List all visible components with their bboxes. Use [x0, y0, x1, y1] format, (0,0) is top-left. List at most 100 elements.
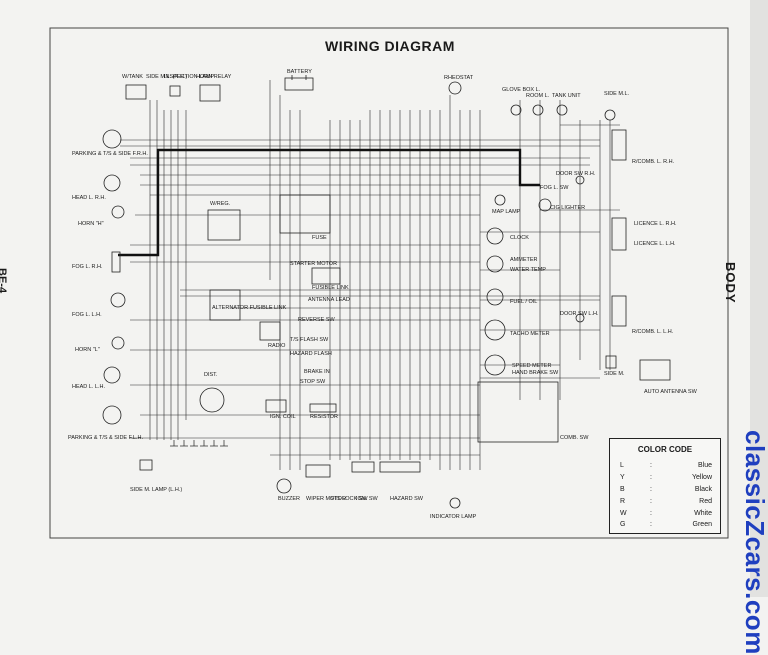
label-fusible-link: FUSIBLE LINK — [312, 285, 349, 291]
legend-code: B — [620, 486, 625, 493]
label-stop-sw: STOP SW — [300, 379, 326, 385]
regulator-symbol — [207, 209, 241, 241]
label-radio: RADIO — [268, 343, 286, 349]
legend-row: Y : Yellow — [620, 474, 712, 484]
label-side-ml: SIDE M.L. — [604, 91, 630, 97]
color-code-title: COLOR CODE — [637, 445, 693, 454]
horn-relay-symbol — [199, 84, 221, 102]
legend-color-name: White — [694, 510, 712, 517]
lamp-head-rh-symbol — [103, 174, 121, 192]
label-side-ml-rh: SIDE M.L. (R.H.) — [146, 74, 188, 80]
label-cig-lighter: CIG LIGHTER — [550, 205, 586, 211]
hazard-sw-symbol — [379, 461, 421, 473]
label-horn-h: HORN "H" — [78, 221, 104, 227]
legend-sep: : — [650, 474, 652, 481]
room-lamp-symbol — [532, 104, 544, 116]
legend-code: G — [620, 521, 626, 528]
page-edge-shadow — [750, 0, 768, 597]
side-marker-rh-symbol — [604, 109, 616, 121]
label-ammeter: AMMETER — [510, 257, 538, 263]
label-licence-rh: LICENCE L. R.H. — [634, 221, 677, 227]
door-sw-lh-symbol — [575, 313, 585, 323]
lamp-parking-rh-symbol — [102, 129, 122, 149]
door-sw-rh-symbol — [575, 175, 585, 185]
fuel-oil-symbol — [486, 288, 504, 306]
legend-color-name: Red — [699, 498, 712, 505]
indicator-lamp-symbol — [449, 497, 461, 509]
ign-coil-symbol — [265, 399, 287, 413]
label-side-marker-lh: SIDE M. LAMP (L.H.) — [130, 487, 183, 493]
tank-unit-symbol — [556, 104, 568, 116]
legend-code: R — [620, 498, 626, 505]
label-licence-lh: LICENCE L. L.H. — [634, 241, 676, 247]
section-label: BODY — [723, 262, 738, 304]
auto-antenna-symbol — [639, 359, 671, 381]
label-side-m: SIDE M. — [604, 371, 625, 377]
legend-sep: : — [650, 521, 652, 528]
label-tacho-meter: TACHO METER — [510, 331, 550, 337]
side-marker-lh-symbol — [139, 459, 153, 471]
label-brake-in: BRAKE IN — [304, 369, 330, 375]
legend-color-name: Yellow — [692, 474, 712, 481]
diagram-border — [49, 27, 729, 539]
legend-color-name: Black — [694, 486, 712, 493]
map-lamp-symbol — [494, 194, 506, 206]
label-ign-coil: IGN. COIL — [270, 414, 296, 420]
label-door-sw-rh: DOOR SW R.H. — [556, 171, 596, 177]
legend-sep: : — [650, 498, 652, 505]
label-horn-l: HORN "L" — [75, 347, 100, 353]
label-starter-motor: STARTER MOTOR — [290, 261, 338, 267]
label-ign-sw: IGN. SW — [356, 496, 378, 502]
buzzer-symbol — [276, 478, 292, 494]
legend-sep: : — [650, 462, 652, 469]
diagram-title: WIRING DIAGRAM — [325, 38, 455, 54]
wiper-motor-symbol — [305, 464, 331, 478]
label-horn-relay: HORN RELAY — [196, 74, 232, 80]
label-w-tank: W/TANK — [122, 74, 143, 80]
radio-symbol — [259, 321, 281, 341]
horn-h-symbol — [111, 205, 125, 219]
rear-comb-lamp-rh-symbol — [611, 129, 627, 161]
label-rheostat: RHEOSTAT — [444, 75, 474, 81]
licence-lamp-symbol — [611, 217, 627, 251]
label-w-reg: W/REG. — [210, 201, 231, 207]
label-wiper-motor: WIPER MOTOR — [306, 496, 346, 502]
cig-lighter-symbol — [538, 198, 552, 212]
fog-lamp-lh-symbol — [110, 292, 126, 308]
label-hand-brake-sw: HAND BRAKE SW — [512, 370, 559, 376]
label-room-lamp: ROOM L. — [526, 93, 550, 99]
label-water-temp: WATER TEMP — [510, 267, 546, 273]
legend-code: L — [620, 462, 624, 469]
label-resistor: RESISTOR — [310, 414, 339, 420]
lamp-head-lh-symbol — [103, 366, 121, 384]
label-speed-meter: SPEED METER — [512, 363, 552, 369]
label-dist: DIST. — [204, 372, 218, 378]
battery-symbol — [284, 77, 314, 91]
fuse-block-symbol — [279, 194, 331, 234]
label-glove-box-lamp: GLOVE BOX L. — [502, 87, 541, 93]
label-alternator-link: ALTERNATOR FUSIBLE LINK — [212, 305, 287, 311]
label-hazard-sw: HAZARD SW — [390, 496, 423, 502]
fog-lamp-rh-symbol — [111, 251, 121, 273]
label-map-lamp: MAP LAMP — [492, 209, 521, 215]
label-reverse-sw: REVERSE SW — [298, 317, 335, 323]
inspection-lamp-symbol — [169, 85, 181, 97]
lamp-parking-lh-symbol — [102, 405, 122, 425]
label-hazard-flash: HAZARD FLASH — [290, 351, 332, 357]
label-ts-flash-sw: T/S FLASH SW — [290, 337, 329, 343]
rheostat-symbol — [448, 81, 462, 95]
distributor-symbol — [199, 387, 225, 413]
legend-row: G : Green — [620, 521, 712, 531]
color-code-legend: COLOR CODE L : Blue Y : Yellow B : Black… — [609, 438, 721, 534]
label-buzzer: BUZZER — [278, 496, 300, 502]
resistor-symbol — [309, 403, 337, 413]
label-auto-antenna-sw: AUTO ANTENNA SW — [644, 389, 697, 395]
legend-row: L : Blue — [620, 462, 712, 472]
label-tank-unit: TANK UNIT — [552, 93, 581, 99]
speed-meter-symbol — [484, 354, 506, 376]
comb-sw-block-symbol — [477, 381, 559, 443]
label-fuel-oil: FUEL / OIL — [510, 299, 538, 305]
highlighted-wire — [118, 148, 540, 257]
rear-comb-lamp-lh-symbol — [611, 295, 627, 327]
